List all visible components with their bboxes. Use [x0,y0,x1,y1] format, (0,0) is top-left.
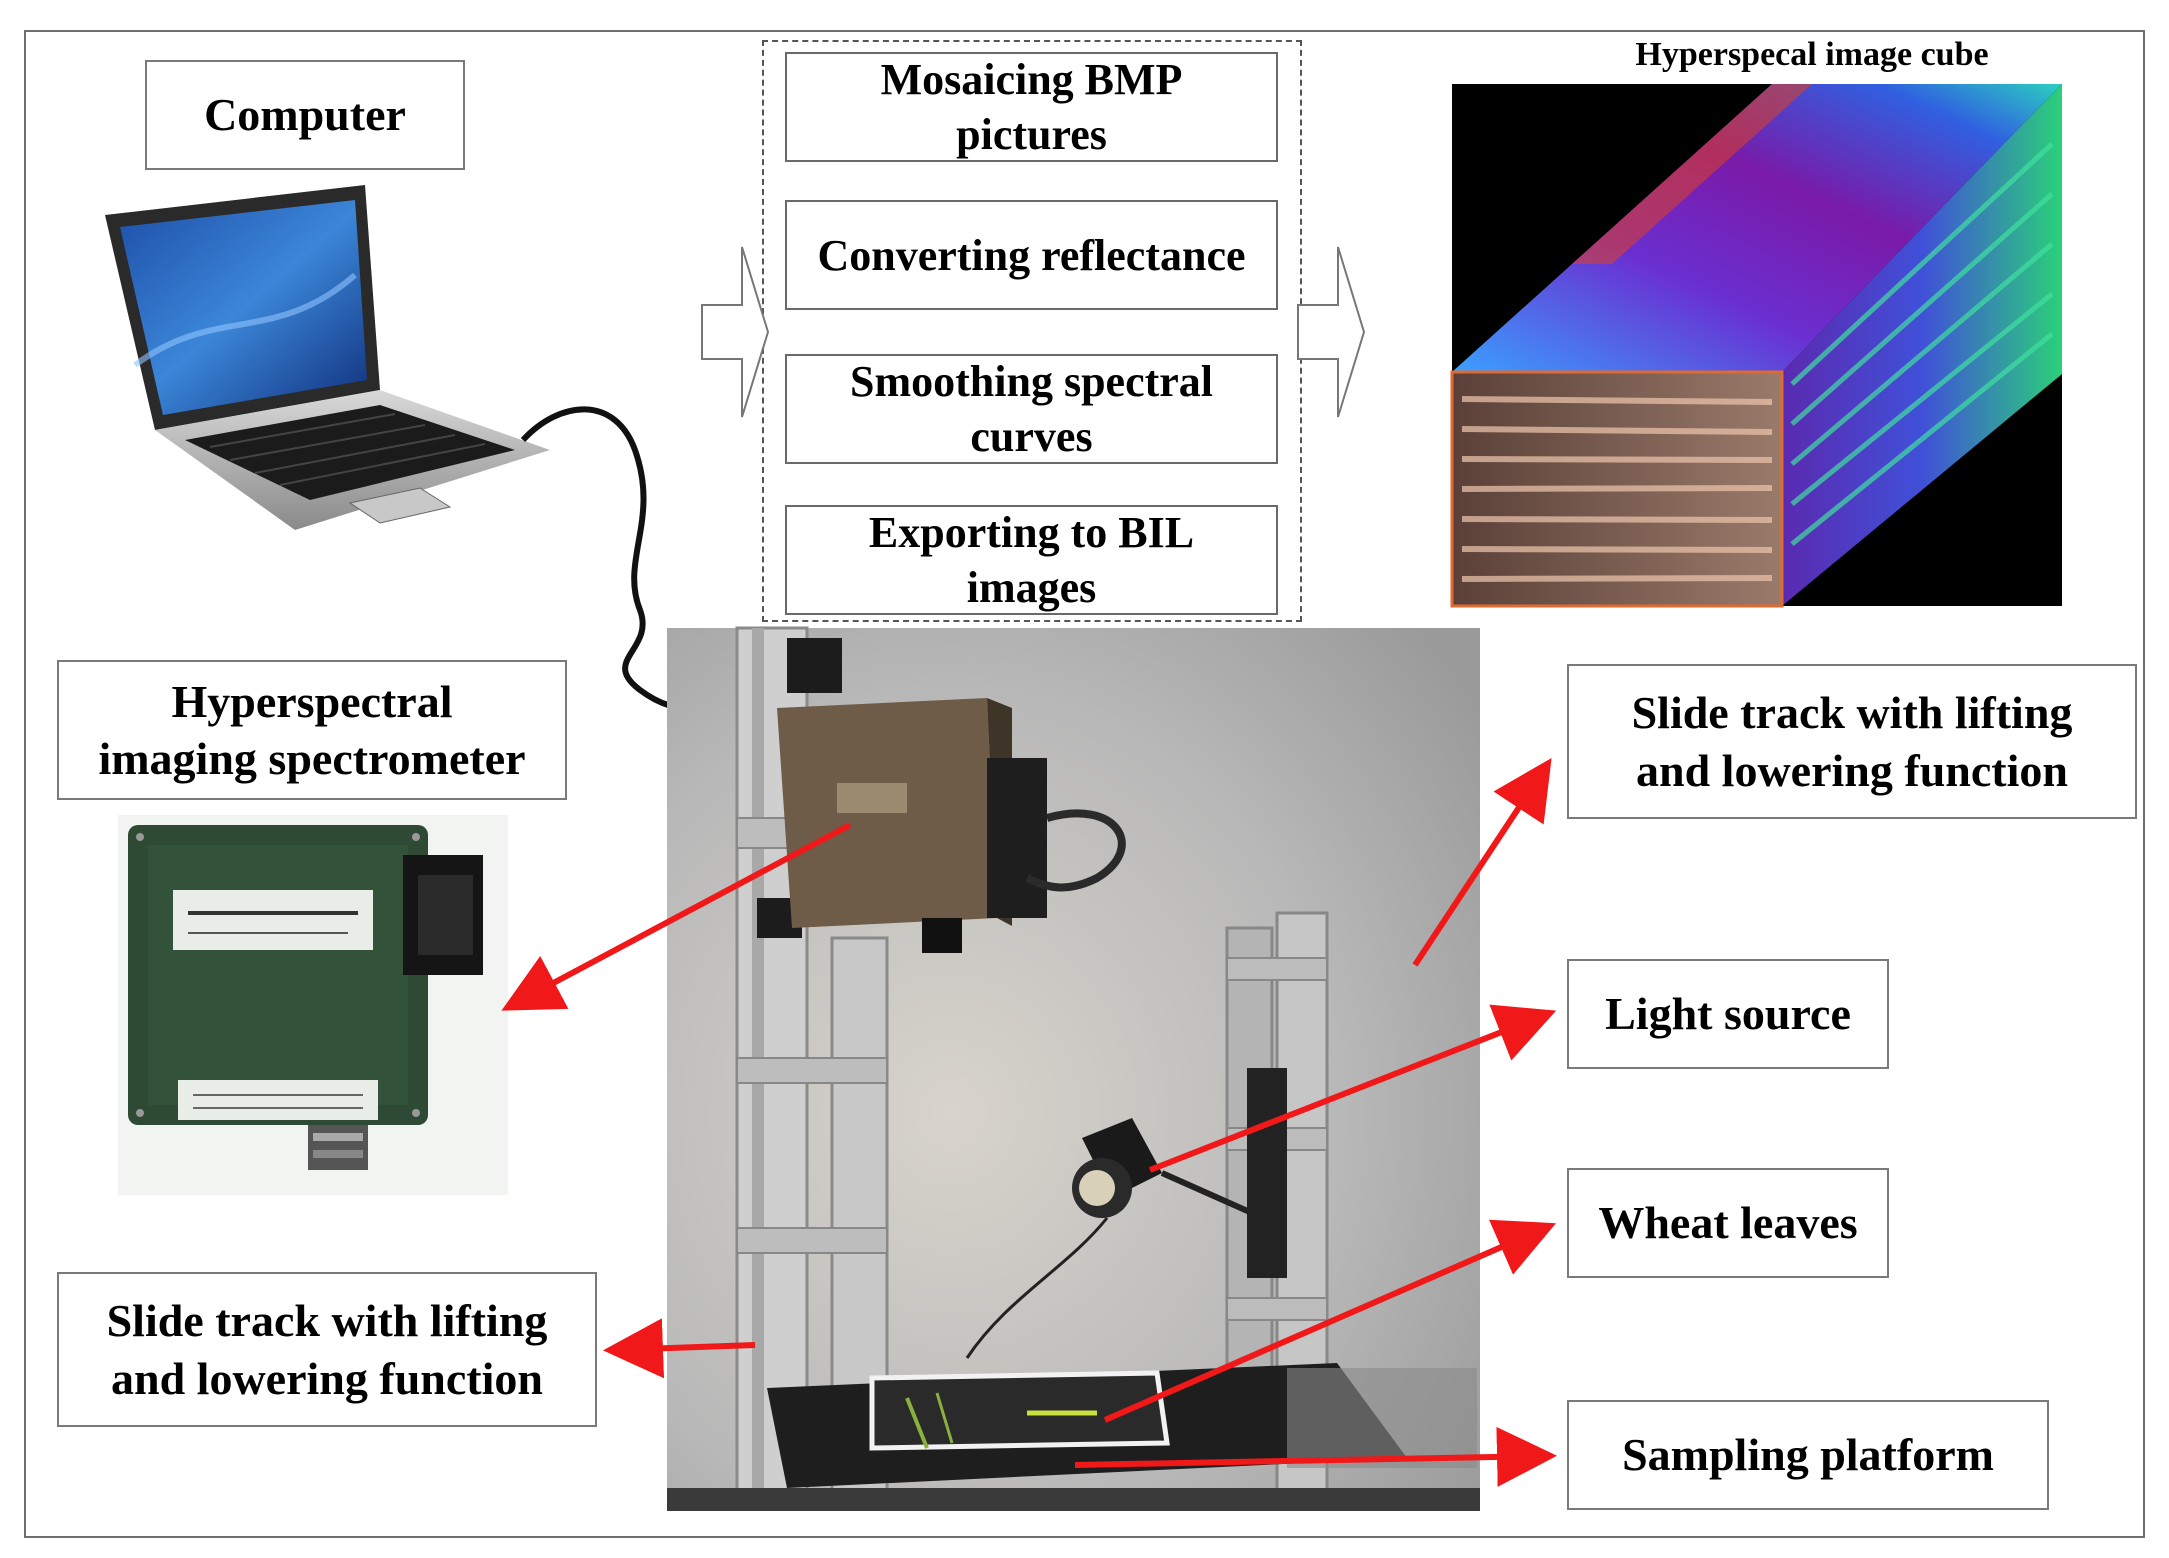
step-smoothing-text: Smoothing spectral curves [850,357,1213,461]
spectrometer-label-text: Hyperspectral imaging spectrometer [98,675,526,785]
step-converting-text: Converting reflectance [817,230,1246,280]
computer-label-text: Computer [204,89,406,141]
slide-track-left-label: Slide track with lifting and lowering fu… [57,1272,597,1427]
step-mosaicing: Mosaicing BMP pictures [785,52,1278,162]
step-mosaicing-text: Mosaicing BMP pictures [880,55,1183,159]
slide-track-right-text: Slide track with lifting and lowering fu… [1631,687,2073,796]
arrow-spectrometer [501,822,852,1011]
step-converting: Converting reflectance [785,200,1278,310]
spectrometer-photo [118,815,508,1195]
sampling-platform-text: Sampling platform [1622,1429,1994,1481]
step-smoothing: Smoothing spectral curves [785,354,1278,464]
slide-track-left-text: Slide track with lifting and lowering fu… [106,1295,548,1404]
step-exporting: Exporting to BIL images [785,505,1278,615]
flow-arrow-out [1297,246,1366,418]
arrow-slide-track-right [1412,757,1552,967]
wheat-leaves-text: Wheat leaves [1598,1197,1858,1249]
setup-photo [667,626,1480,1511]
sampling-platform-label: Sampling platform [1567,1400,2049,1510]
light-source-text: Light source [1605,988,1851,1040]
step-exporting-text: Exporting to BIL images [868,508,1195,612]
arrow-wheat-leaves [1103,1219,1556,1423]
cube-title: Hyperspecal image cube [1635,36,1989,73]
laptop-image [105,185,550,530]
arrow-light-source [1148,1004,1557,1173]
flow-arrow-in [701,246,770,418]
spectrometer-label: Hyperspectral imaging spectrometer [57,660,567,800]
wheat-leaves-label: Wheat leaves [1567,1168,1889,1278]
light-source-label: Light source [1567,959,1889,1069]
slide-track-right-label: Slide track with lifting and lowering fu… [1567,664,2137,819]
computer-label: Computer [145,60,465,170]
arrow-slide-track-left [603,1318,756,1379]
hyperspectral-cube-image [1450,84,2062,608]
arrow-sampling-platform [1074,1426,1557,1487]
